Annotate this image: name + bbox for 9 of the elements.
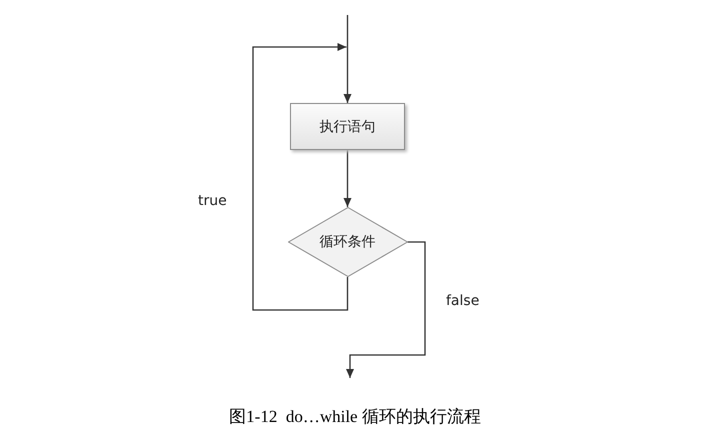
- decision-diamond: [288, 207, 408, 277]
- arrow: [344, 15, 352, 103]
- process-box: [290, 103, 405, 150]
- arrow: [252, 43, 348, 311]
- node-text: 循环条件: [320, 233, 376, 251]
- caption: 图1-12 do…while 循环的执行流程: [228, 406, 482, 428]
- arrow: [344, 150, 352, 207]
- node-text: 执行语句: [320, 118, 376, 136]
- arrow: [346, 241, 426, 378]
